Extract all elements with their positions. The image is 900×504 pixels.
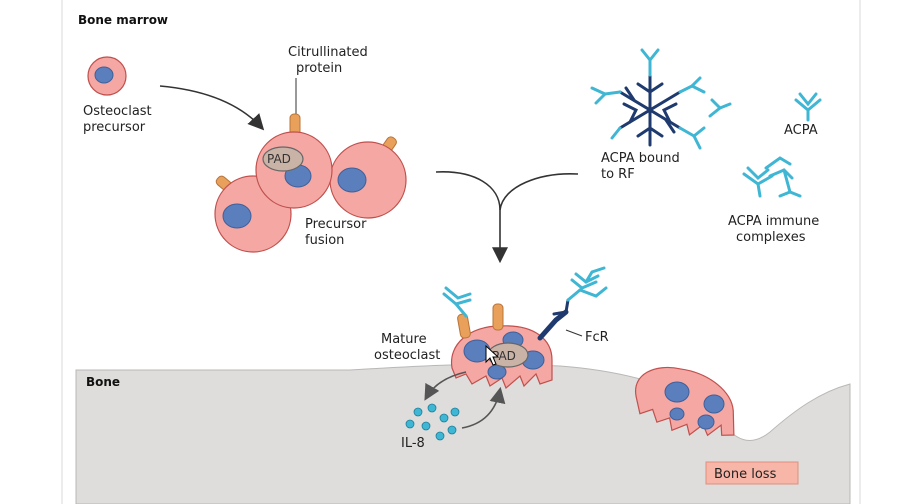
osteoclast-precursor-cell xyxy=(87,56,127,96)
antibody-on-osteoclast-icon xyxy=(442,286,472,318)
antibody-on-fcr-icon xyxy=(566,266,608,302)
pad-label-fusion: PAD xyxy=(267,152,291,166)
arrow-precursor-to-fusion xyxy=(159,85,265,131)
bone-loss-label: Bone loss xyxy=(714,467,777,482)
fcr-pointer xyxy=(565,329,583,337)
il8-molecules xyxy=(405,403,460,441)
citrullinated-protein-label-2: protein xyxy=(296,61,342,76)
mature-osteoclast-cell xyxy=(450,303,553,390)
arrow-fusion-branch xyxy=(435,171,501,211)
arrow-il8-release xyxy=(424,371,467,401)
acpa-label: ACPA xyxy=(784,123,818,138)
acpa-immune-complexes-label-1: ACPA immune xyxy=(728,214,819,229)
acpa-immune-complex-icon xyxy=(742,156,802,198)
bone-marrow-label: Bone marrow xyxy=(78,13,168,27)
pad-label-mature: PAD xyxy=(492,349,516,363)
fusing-precursor-cells xyxy=(214,113,407,253)
mature-osteoclast-label-1: Mature xyxy=(381,332,427,347)
acpa-rf-complex xyxy=(590,48,732,150)
il8-label: IL-8 xyxy=(401,436,425,451)
arrow-il8-feedback xyxy=(461,386,506,429)
acpa-bound-rf-label-1: ACPA bound xyxy=(601,151,680,166)
precursor-fusion-label-1: Precursor xyxy=(305,217,367,232)
bone-label: Bone xyxy=(86,375,120,389)
precursor-fusion-label-2: fusion xyxy=(305,233,344,248)
bone-loss-box xyxy=(705,461,799,485)
mature-osteoclast-label-2: osteoclast xyxy=(374,348,440,363)
arrow-acpa-branch xyxy=(499,173,579,211)
cursor-arrow-icon xyxy=(485,344,500,366)
acpa-immune-complexes-label-2: complexes xyxy=(736,230,806,245)
resorbing-osteoclast-cell xyxy=(635,366,735,437)
osteoclast-precursor-label-1: Osteoclast xyxy=(83,104,152,119)
fcr-label: FcR xyxy=(585,330,609,345)
fcr-receptor xyxy=(537,298,570,341)
citrullinated-protein-label-1: Citrullinated xyxy=(288,45,368,60)
osteoclast-precursor-label-2: precursor xyxy=(83,120,146,135)
acpa-bound-rf-label-2: to RF xyxy=(601,167,635,182)
acpa-antibody-icon xyxy=(794,92,822,122)
